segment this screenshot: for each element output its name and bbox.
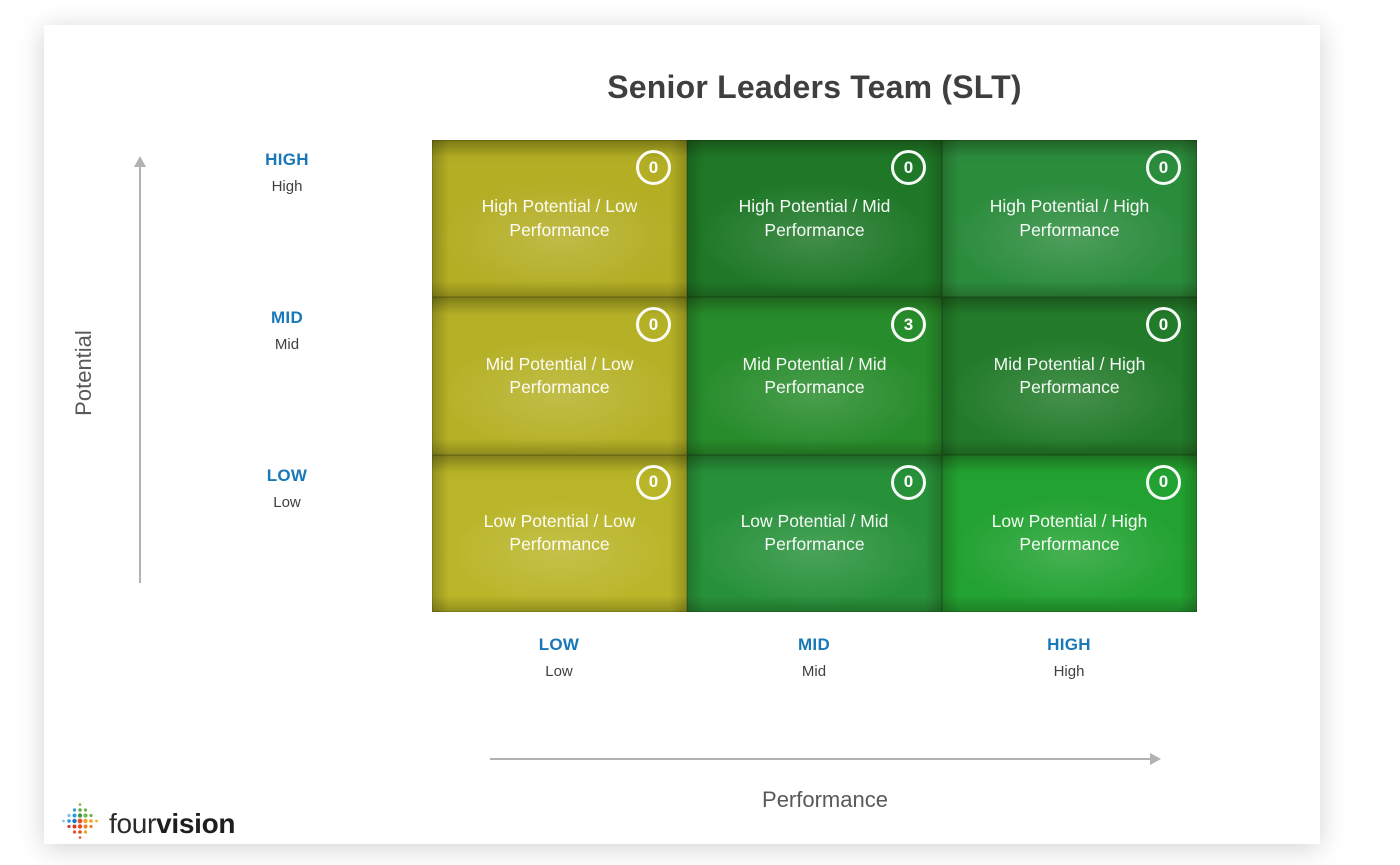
x-tick-mid-secondary: Mid: [801, 663, 827, 680]
x-tick-low-primary: LOW: [538, 635, 580, 654]
nine-box-grid: 0 High Potential / Low Performance 0 Hig…: [432, 140, 1197, 612]
fourvision-dots-icon: [58, 799, 102, 848]
cell-high-potential-high-performance[interactable]: 0 High Potential / High Performance: [942, 140, 1197, 298]
y-tick-low-secondary: Low: [273, 494, 301, 511]
y-axis-arrow-head: [134, 156, 146, 167]
y-axis-title: Potential: [71, 330, 96, 416]
cell-count-badge: 0: [636, 150, 671, 185]
y-tick-mid-primary: MID: [270, 308, 304, 327]
cell-count-badge: 0: [636, 307, 671, 343]
cell-count-badge: 0: [1146, 307, 1181, 343]
cell-mid-potential-mid-performance[interactable]: 3 Mid Potential / Mid Performance: [687, 297, 942, 455]
cell-count-badge: 3: [891, 307, 926, 343]
y-tick-low-primary: LOW: [266, 466, 308, 485]
y-tick-low: LOW Low: [217, 466, 357, 511]
x-axis-arrow-head: [1150, 753, 1161, 765]
cell-count-badge: 0: [1146, 464, 1181, 500]
logo-text-bold: vision: [156, 807, 236, 839]
y-tick-high-primary: HIGH: [265, 150, 309, 169]
cell-mid-potential-high-performance[interactable]: 0 Mid Potential / High Performance: [942, 297, 1197, 455]
nine-box-card: Senior Leaders Team (SLT) Potential HIGH…: [44, 25, 1320, 844]
cell-mid-potential-low-performance[interactable]: 0 Mid Potential / Low Performance: [432, 297, 687, 455]
fourvision-logo: fourvision: [58, 799, 235, 848]
cell-count-badge: 0: [891, 150, 926, 185]
cell-label: Mid Potential / High Performance: [993, 353, 1146, 397]
page-title: Senior Leaders Team (SLT): [607, 69, 1022, 105]
cell-label: Low Potential / High Performance: [991, 511, 1148, 555]
cell-label: High Potential / Mid Performance: [738, 196, 891, 240]
cell-label: Low Potential / Low Performance: [483, 511, 636, 555]
cell-low-potential-mid-performance[interactable]: 0 Low Potential / Mid Performance: [687, 454, 942, 612]
cell-label: Mid Potential / Mid Performance: [742, 353, 887, 397]
cell-high-potential-low-performance[interactable]: 0 High Potential / Low Performance: [432, 140, 687, 298]
logo-text-regular: four: [109, 807, 157, 839]
cell-count-badge: 0: [891, 464, 926, 500]
x-tick-mid-primary: MID: [797, 635, 831, 654]
x-axis-title: Performance: [762, 787, 888, 812]
cell-high-potential-mid-performance[interactable]: 0 High Potential / Mid Performance: [687, 140, 942, 298]
y-tick-high-secondary: High: [271, 178, 303, 195]
x-tick-high-primary: HIGH: [1047, 635, 1091, 654]
cell-low-potential-high-performance[interactable]: 0 Low Potential / High Performance: [942, 454, 1197, 612]
y-axis-arrow: [139, 167, 141, 583]
cell-label: High Potential / High Performance: [989, 196, 1150, 240]
cell-label: Mid Potential / Low Performance: [485, 353, 634, 397]
x-tick-high: HIGH High: [999, 635, 1139, 680]
cell-count-badge: 0: [1146, 150, 1181, 185]
cell-label: Low Potential / Mid Performance: [740, 511, 889, 555]
x-tick-mid: MID Mid: [744, 635, 884, 680]
x-axis-arrow: [490, 758, 1150, 760]
x-tick-low-secondary: Low: [545, 663, 573, 680]
x-tick-low: LOW Low: [489, 635, 629, 680]
x-tick-high-secondary: High: [1053, 663, 1085, 680]
cell-label: High Potential / Low Performance: [481, 196, 638, 240]
y-tick-mid-secondary: Mid: [274, 336, 300, 353]
cell-low-potential-low-performance[interactable]: 0 Low Potential / Low Performance: [432, 454, 687, 612]
y-tick-mid: MID Mid: [217, 308, 357, 353]
y-tick-high: HIGH High: [217, 150, 357, 195]
cell-count-badge: 0: [636, 464, 671, 500]
fourvision-logo-text: fourvision: [109, 808, 235, 840]
